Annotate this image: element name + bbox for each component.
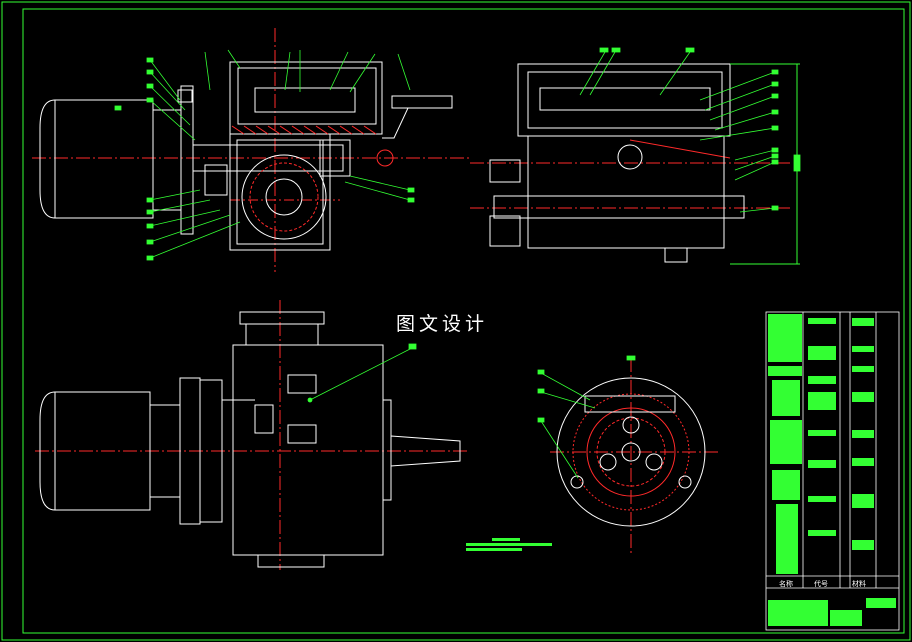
inner-frame (22, 8, 905, 634)
top-view-leaders (307, 343, 417, 403)
bearing-right (319, 139, 351, 177)
crank-handle (391, 95, 453, 109)
column-header-name: 名称 (779, 579, 793, 588)
flange-hole-1 (622, 416, 640, 434)
side-worm-circle (617, 144, 643, 170)
side-lower-housing (527, 135, 725, 249)
top-cover-boss (245, 323, 319, 346)
front-view-leaders (114, 49, 415, 261)
top-handle (390, 435, 461, 467)
top-bracket-upper (287, 374, 317, 394)
flange-bore (621, 442, 641, 462)
top-view (35, 300, 470, 570)
motor-endcap (39, 99, 56, 219)
flange-view (550, 358, 720, 556)
flange-hub-hatch (596, 417, 666, 487)
bolt-head-top (177, 89, 193, 103)
front-section-view (32, 28, 470, 272)
top-motor-endcap (39, 391, 56, 511)
side-upper-inner (527, 71, 723, 129)
lower-housing (229, 133, 331, 251)
section-hatch-front (231, 125, 377, 135)
parts-list-table (765, 311, 900, 631)
side-left-boss (489, 159, 521, 183)
flange-hole-3 (645, 453, 663, 471)
top-coupling (199, 379, 223, 523)
side-output-shaft (493, 195, 745, 219)
top-right-flange (382, 399, 392, 501)
side-gear-block (539, 87, 711, 111)
flange-outer (556, 377, 706, 527)
crank-arm (382, 107, 420, 139)
column-header-material: 材料 (852, 579, 866, 588)
parts-list-entries (768, 314, 896, 626)
flange-mount-hole-right (678, 475, 692, 489)
flange-view-leaders (537, 355, 636, 479)
side-view-leaders (579, 47, 801, 213)
column-header-code: 代号 (814, 579, 828, 588)
main-shaft (192, 144, 344, 172)
worm-wheel-hub (265, 178, 303, 216)
worm-axis (629, 139, 731, 159)
top-bottom-boss (257, 554, 325, 568)
flange-bolt-circle (572, 393, 690, 511)
top-bracket-lower (287, 424, 317, 444)
drawing-title: 图文设计 (396, 313, 488, 335)
worm-wheel-hatch (249, 162, 319, 232)
crank-hub (376, 149, 394, 167)
side-upper-housing (517, 63, 731, 137)
gear-block (254, 87, 356, 113)
lower-housing-inner (236, 139, 324, 245)
flange-hole-2 (599, 453, 617, 471)
side-left-flange (489, 215, 521, 247)
flange-hub-outer (586, 407, 676, 497)
side-foot (664, 247, 688, 263)
top-housing (232, 344, 384, 556)
side-section-view (470, 63, 800, 265)
bearing-left (204, 164, 228, 196)
worm-wheel-outer (241, 154, 327, 240)
upper-housing (229, 61, 383, 135)
top-motor-clip (254, 404, 274, 434)
top-cover-plate (239, 311, 325, 325)
flange-mount-hole-left (570, 475, 584, 489)
technical-notes-block (466, 538, 552, 551)
motor-body (54, 99, 154, 219)
upper-housing-inner (237, 67, 377, 125)
flange-top-block (584, 395, 676, 413)
parts-list-frame (765, 311, 900, 631)
